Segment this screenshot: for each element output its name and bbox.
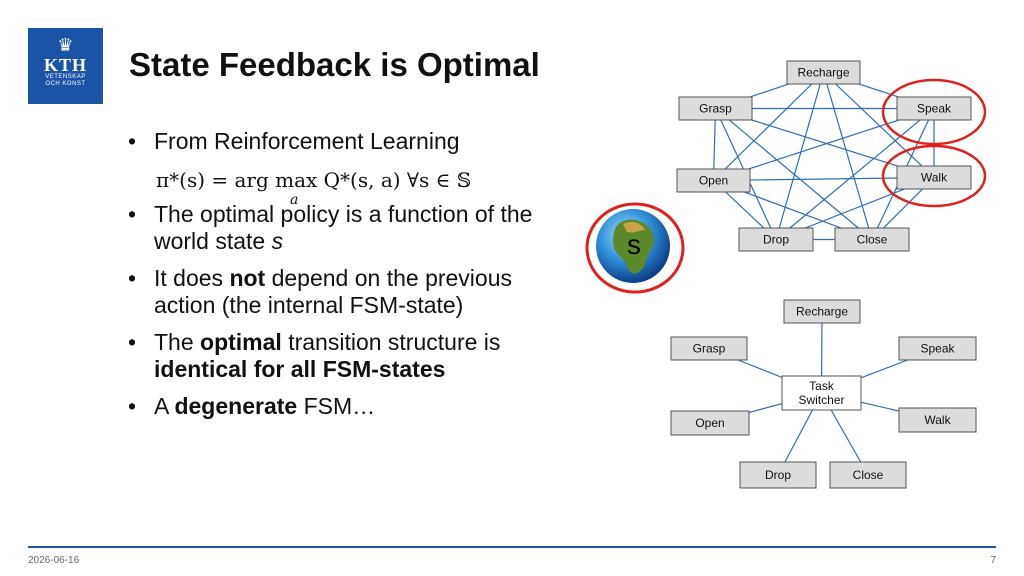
state-node-box — [670, 410, 750, 436]
state-node-label: Open — [699, 174, 728, 188]
page-number: 7 — [990, 555, 996, 566]
state-node-label: Recharge — [796, 305, 848, 319]
transition-edge — [715, 108, 873, 241]
bullet-item: • It does not depend on the previous acti… — [128, 265, 558, 319]
bullet-text: identical for all FSM-states — [154, 356, 446, 382]
bullet-dot: • — [128, 128, 137, 154]
policy-formula: π*(s) = arg max Q*(s, a) ∀s ∈ 𝕊 a — [156, 168, 472, 208]
transition-edge — [823, 72, 935, 179]
continent-shape — [613, 219, 654, 274]
slide-title: State Feedback is Optimal — [129, 46, 540, 83]
formula-subscript: a — [290, 192, 299, 208]
state-node-box — [896, 96, 972, 121]
transition-edge — [712, 72, 824, 182]
highlight-circle-speak — [881, 78, 987, 146]
state-node-label: Walk — [921, 171, 948, 185]
state-node-box — [676, 168, 751, 193]
transition-edge — [822, 72, 874, 241]
state-node-label: Speak — [917, 102, 952, 116]
logo-text: KTH — [43, 55, 87, 75]
globe-highlight-circle — [585, 202, 685, 294]
task-switcher-label: Switcher — [798, 393, 844, 407]
kth-logo: ♛ KTH VETENSKAP OCH KONST — [28, 28, 103, 104]
state-node-box — [829, 461, 907, 489]
state-node-box — [738, 227, 814, 252]
state-node-box — [678, 96, 753, 121]
state-node-box — [670, 336, 748, 361]
state-node-label: Grasp — [699, 102, 732, 116]
task-switcher-label: Task — [809, 379, 835, 393]
transition-edge — [774, 72, 825, 241]
bullet-dot: • — [128, 393, 137, 419]
bullet-text: It does — [154, 265, 230, 291]
logo-subtext-2: OCH KONST — [45, 81, 86, 87]
state-node-box — [898, 407, 977, 433]
bullet-item: • From Reinforcement Learning — [128, 128, 558, 155]
formula-main: π*(s) = arg max Q*(s, a) ∀s ∈ 𝕊 — [156, 168, 472, 192]
state-node-label: Recharge — [797, 66, 849, 80]
state-node-label: Close — [853, 468, 884, 482]
state-node-box — [834, 227, 910, 252]
state-node-box — [786, 60, 861, 85]
state-node-box — [783, 299, 861, 324]
bullet-text: not — [229, 265, 266, 291]
bullet-text: degenerate — [174, 393, 298, 419]
bullet-text: A — [154, 393, 175, 419]
state-node-box — [898, 336, 977, 361]
bullet-text: transition structure is — [281, 329, 501, 355]
footer-date: 2026-06-16 — [28, 555, 80, 566]
bullet-text: The optimal policy is a function of the … — [154, 201, 533, 254]
state-node-label: Walk — [924, 413, 951, 427]
state-node-label: Close — [857, 233, 888, 247]
desert-shape — [623, 222, 645, 233]
bullet-text: FSM… — [297, 393, 376, 419]
bullet-item: • The optimal policy is a function of the… — [128, 201, 558, 255]
state-node-label: Speak — [920, 342, 955, 356]
world-globe: s — [585, 202, 685, 294]
bullet-dot: • — [128, 265, 137, 291]
bullet-text: depend on the previous action (the inter… — [154, 265, 513, 318]
bullet-text: The — [154, 329, 201, 355]
bullet-text: s — [271, 228, 284, 254]
footer-divider — [28, 546, 996, 548]
bullet-list: • From Reinforcement Learning • The optimal… — [128, 128, 558, 430]
state-node-box — [896, 165, 972, 190]
bullet-item: • The optimal transition structure is ide… — [128, 329, 558, 383]
task-switcher-box — [781, 375, 862, 411]
state-node-label: Grasp — [693, 342, 726, 356]
logo-subtext-1: VETENSKAP — [45, 74, 86, 80]
bullet-dot: • — [128, 329, 137, 355]
state-node-label: Drop — [763, 233, 789, 247]
highlight-circle-walk — [881, 144, 987, 208]
globe-label: s — [627, 229, 641, 260]
bullet-dot: • — [128, 201, 137, 227]
state-node-label: Open — [695, 416, 724, 430]
state-node-box — [739, 461, 817, 489]
bullet-item: • A degenerate FSM… — [128, 393, 558, 420]
bullet-text: optimal — [200, 329, 282, 355]
crown-icon: ♛ — [57, 35, 74, 55]
state-node-label: Drop — [765, 468, 791, 482]
transition-edge — [775, 108, 935, 241]
bullet-text: From Reinforcement Learning — [154, 128, 460, 154]
